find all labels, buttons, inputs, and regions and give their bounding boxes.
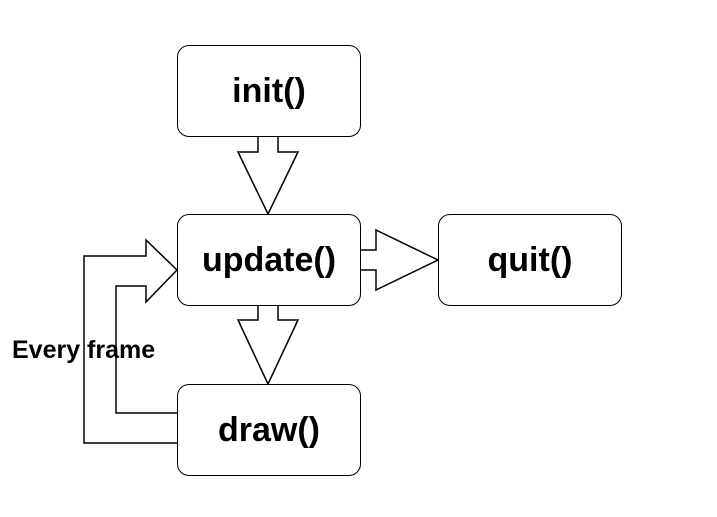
- quit-node-label: quit(): [487, 240, 573, 279]
- init-node: init(): [177, 45, 361, 137]
- quit-node: quit(): [438, 214, 622, 306]
- arrow-init-to-update: [236, 137, 300, 216]
- init-node-label: init(): [232, 71, 306, 110]
- draw-node: draw(): [177, 384, 361, 476]
- every-frame-label: Every frame: [12, 336, 156, 364]
- update-node: update(): [177, 214, 361, 306]
- draw-node-label: draw(): [218, 410, 320, 449]
- update-node-label: update(): [201, 240, 337, 279]
- arrow-update-to-draw: [236, 306, 300, 386]
- arrow-update-to-quit: [361, 228, 440, 292]
